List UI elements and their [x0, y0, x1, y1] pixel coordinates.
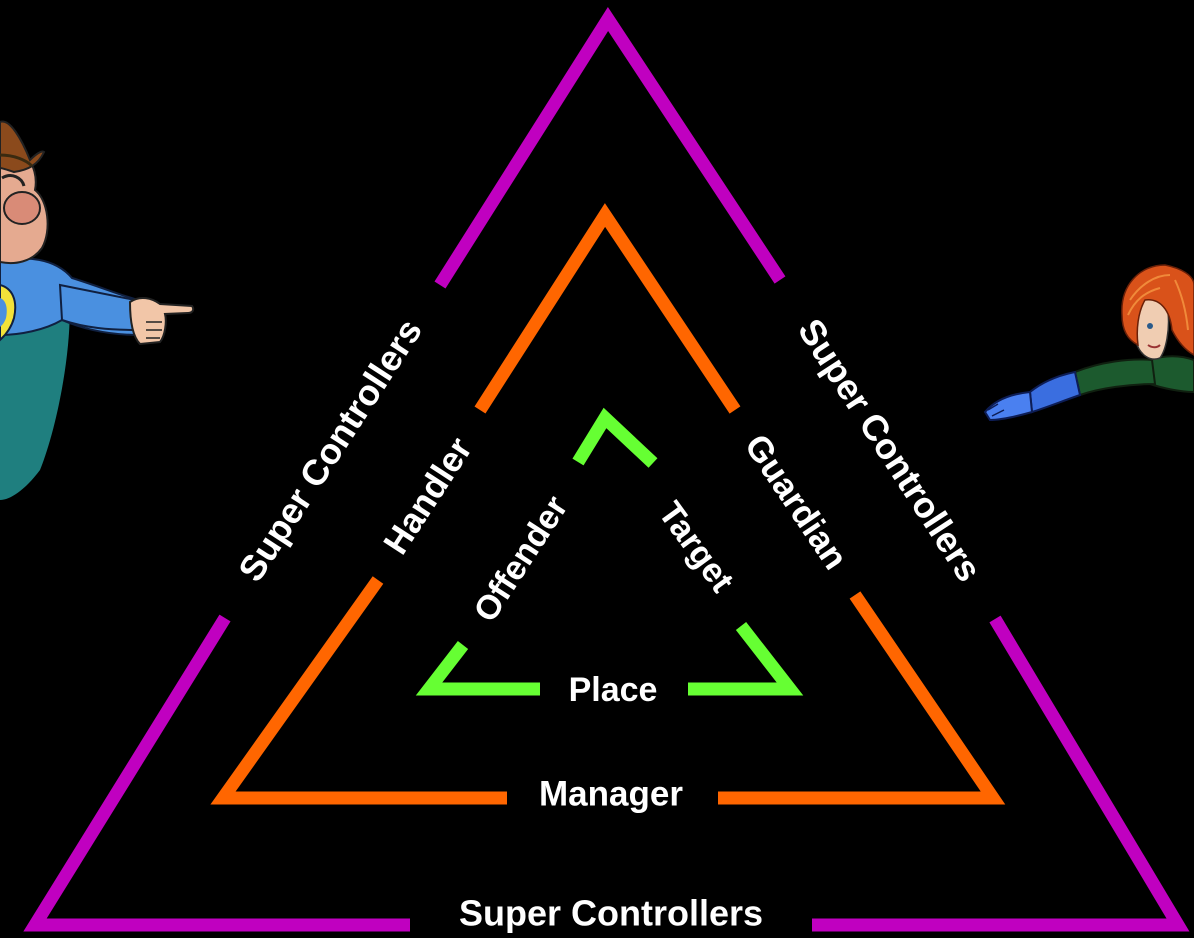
outer-triangle — [23, 7, 1190, 932]
superhero-woman-flying-illustration — [983, 264, 1194, 422]
middle-triangle-bottom-right-segment — [718, 591, 1006, 805]
inner-bottom-label: Place — [569, 671, 658, 709]
inner-triangle — [415, 407, 804, 696]
middle-triangle-bottom-left-segment — [210, 576, 507, 805]
inner-triangle-bottom-left-segment — [415, 641, 540, 696]
middle-bottom-label: Manager — [539, 775, 683, 814]
inner-triangle-apex-segment — [572, 407, 658, 468]
middle-triangle-apex-segment — [474, 203, 741, 414]
middle-triangle — [210, 203, 1006, 805]
outer-triangle-apex-segment — [434, 7, 786, 289]
outer-triangle-bottom-left-segment — [23, 614, 410, 932]
superhero-man-pointing-illustration — [0, 120, 195, 500]
outer-triangle-bottom-right-segment — [812, 615, 1190, 932]
outer-bottom-label: Super Controllers — [459, 893, 763, 934]
inner-triangle-bottom-right-segment — [688, 622, 804, 696]
